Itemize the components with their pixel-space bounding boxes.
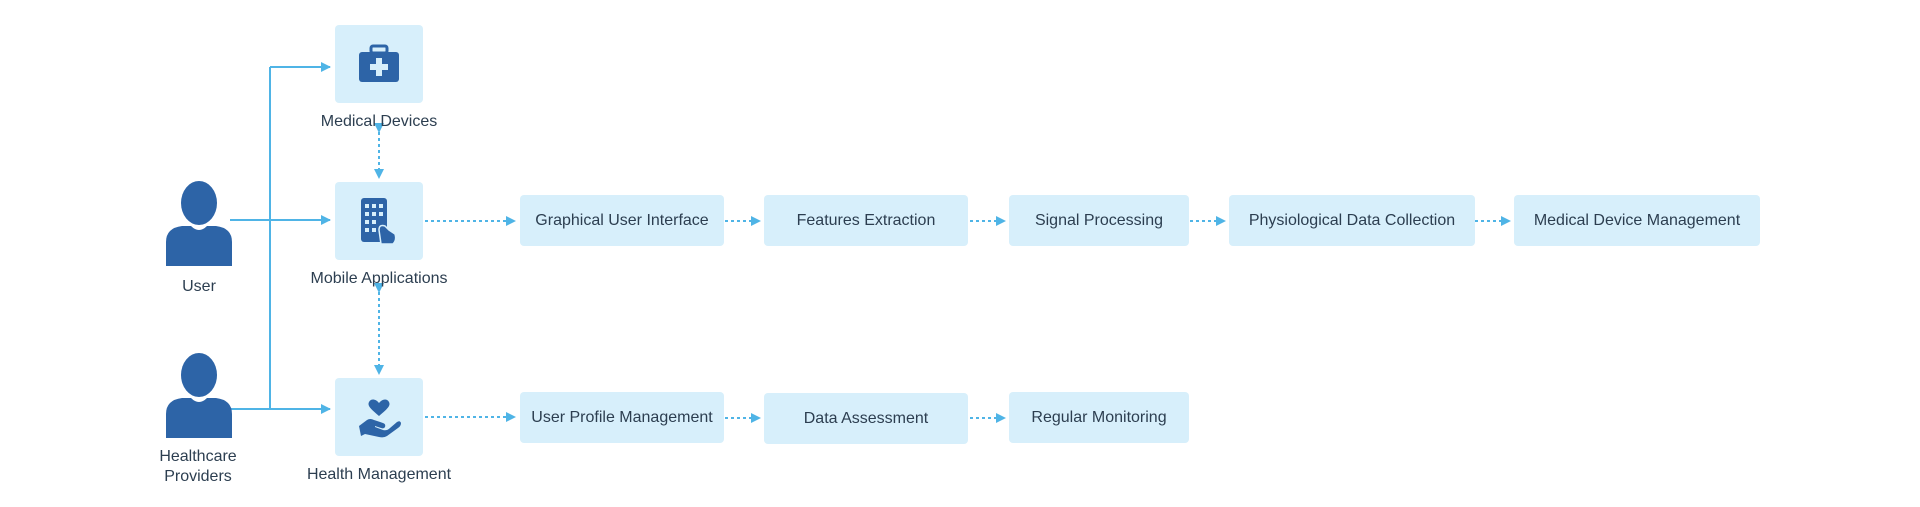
medical-devices-tile	[335, 25, 423, 103]
module-label-health-management: Health Management	[306, 466, 452, 483]
actor-label-line1: Healthcare	[159, 448, 237, 465]
mobile-app-icon	[361, 198, 397, 245]
step-medical-device-management: Medical Device Management	[1514, 195, 1760, 246]
healthcare-provider-icon	[166, 353, 232, 438]
user-icon	[166, 181, 232, 266]
step-physiological-data-collection: Physiological Data Collection	[1229, 195, 1475, 246]
actor-label-healthcare-providers: Healthcare Providers	[144, 447, 252, 487]
heart-hand-icon	[359, 399, 401, 438]
step-user-profile-management: User Profile Management	[520, 392, 724, 443]
actor-label-line2: Providers	[164, 468, 232, 485]
module-label-medical-devices: Medical Devices	[320, 113, 438, 130]
step-regular-monitoring: Regular Monitoring	[1009, 392, 1189, 443]
step-data-assessment: Data Assessment	[764, 393, 968, 444]
health-management-tile	[335, 378, 423, 456]
actor-label-user: User	[182, 278, 216, 295]
medical-kit-icon	[359, 44, 399, 82]
step-signal-processing: Signal Processing	[1009, 195, 1189, 246]
step-graphical-user-interface: Graphical User Interface	[520, 195, 724, 246]
module-label-mobile-applications: Mobile Applications	[310, 270, 448, 287]
step-features-extraction: Features Extraction	[764, 195, 968, 246]
mobile-applications-tile	[335, 182, 423, 260]
